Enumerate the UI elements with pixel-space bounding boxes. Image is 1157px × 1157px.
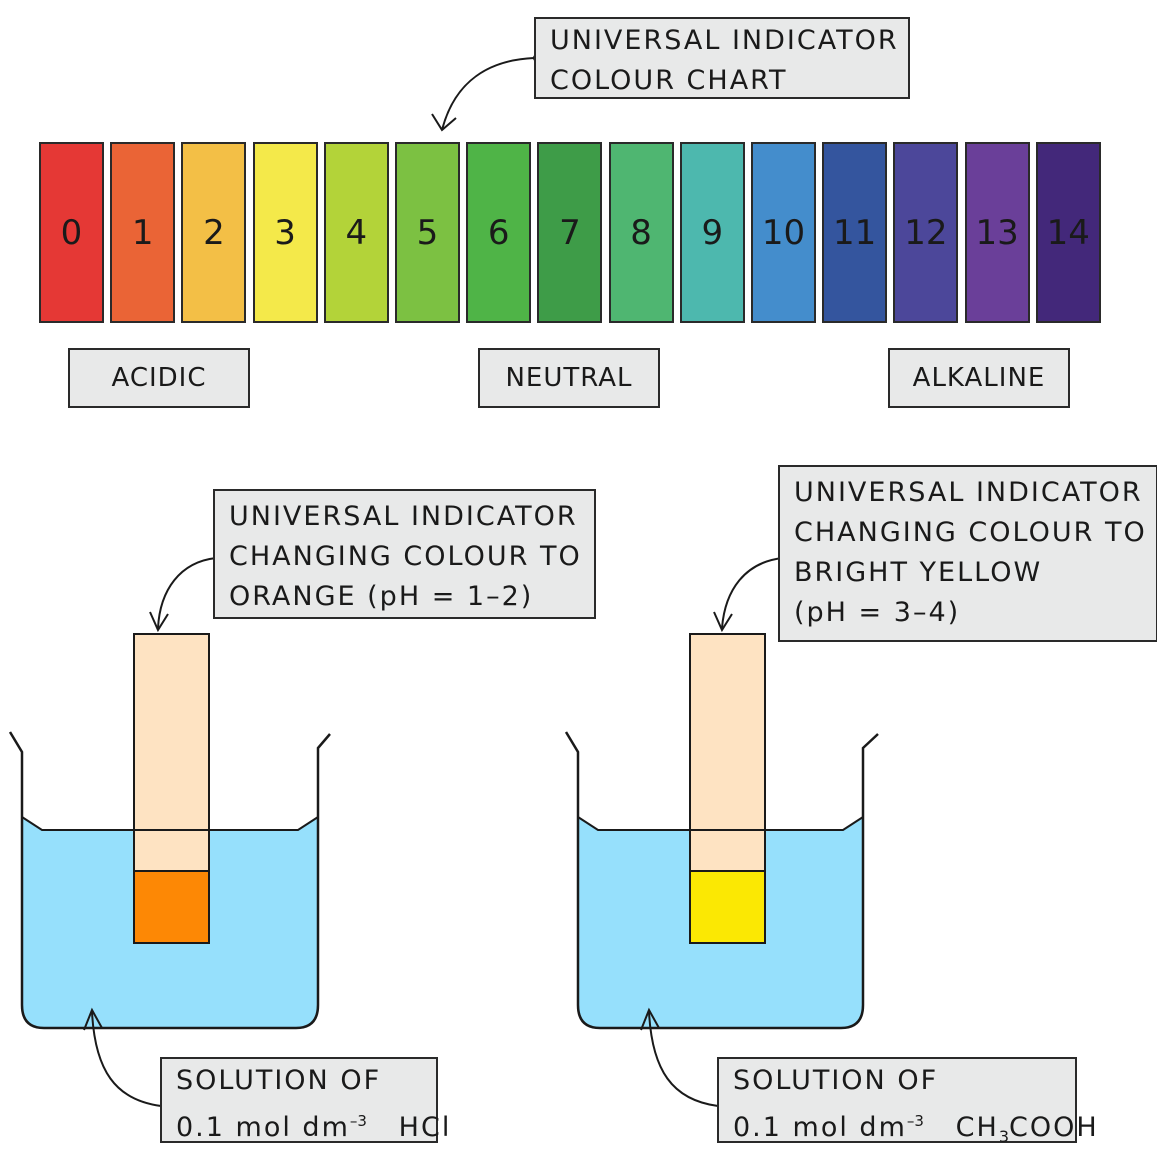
ph-value: 11 bbox=[833, 212, 877, 253]
callout-line: COLOUR CHART bbox=[550, 65, 788, 96]
solution-line: SOLUTION OF bbox=[176, 1065, 382, 1096]
callout-line: BRIGHT YELLOW bbox=[794, 557, 1043, 588]
left-indicator-paper bbox=[133, 633, 210, 872]
formula-subscript: 3 bbox=[998, 1127, 1010, 1146]
ph-strip-3: 3 bbox=[252, 142, 318, 323]
solution-amount: 0.1 mol dm bbox=[733, 1112, 907, 1143]
solution-exponent: –3 bbox=[906, 1112, 924, 1130]
right-indicator-callout: UNIVERSAL INDICATOR CHANGING COLOUR TO B… bbox=[778, 465, 1157, 642]
ph-strip-1: 1 bbox=[110, 142, 176, 323]
formula-part: COOH bbox=[1009, 1112, 1099, 1143]
ph-strip-7: 7 bbox=[537, 142, 603, 323]
ph-value: 14 bbox=[1046, 212, 1090, 253]
ph-value: 1 bbox=[131, 212, 154, 253]
chart-callout-arrow bbox=[431, 54, 541, 132]
ph-value: 5 bbox=[416, 212, 439, 253]
solution-line: SOLUTION OF bbox=[733, 1065, 939, 1096]
alkaline-label: ALKALINE bbox=[888, 348, 1070, 408]
ph-strip-9: 9 bbox=[679, 142, 745, 323]
ph-strip-4: 4 bbox=[323, 142, 389, 323]
ph-value: 7 bbox=[559, 212, 581, 253]
ph-strip-11: 11 bbox=[822, 142, 888, 323]
ph-strip-8: 8 bbox=[608, 142, 674, 323]
right-indicator-paper bbox=[689, 633, 766, 872]
ph-value: 9 bbox=[701, 212, 724, 253]
ph-strip-10: 10 bbox=[751, 142, 816, 323]
callout-line: UNIVERSAL INDICATOR bbox=[794, 477, 1143, 508]
solution-concentration: 0.1 mol dm–3 CH3COOH bbox=[733, 1101, 1097, 1157]
callout-line: UNIVERSAL INDICATOR bbox=[550, 25, 899, 56]
neutral-label: NEUTRAL bbox=[478, 348, 660, 408]
ph-strip-14: 14 bbox=[1035, 142, 1101, 323]
acidic-label: ACIDIC bbox=[68, 348, 250, 408]
ph-value: 2 bbox=[203, 212, 225, 253]
left-indicator-wet-part bbox=[133, 870, 210, 944]
ph-value: 12 bbox=[904, 212, 948, 253]
right-solution-label: SOLUTION OF 0.1 mol dm–3 CH3COOH bbox=[717, 1057, 1097, 1146]
solution-amount: 0.1 mol dm bbox=[176, 1112, 350, 1143]
ph-strip-13: 13 bbox=[964, 142, 1030, 323]
callout-line: CHANGING COLOUR TO bbox=[229, 541, 582, 572]
colour-chart-callout: UNIVERSAL INDICATOR COLOUR CHART bbox=[534, 17, 910, 99]
right-indicator-wet-part bbox=[689, 870, 766, 944]
callout-line: (pH = 3–4) bbox=[794, 597, 961, 628]
ph-value: 0 bbox=[60, 212, 83, 253]
right-beaker-glass bbox=[564, 731, 879, 1030]
solution-formula: CH3COOH bbox=[955, 1112, 1099, 1146]
ph-value: 6 bbox=[487, 212, 510, 253]
solution-concentration: 0.1 mol dm–3 HCl bbox=[176, 1101, 449, 1148]
ph-value: 4 bbox=[345, 212, 368, 253]
ph-strip-6: 6 bbox=[466, 142, 532, 323]
left-solution-label: SOLUTION OF 0.1 mol dm–3 HCl bbox=[160, 1057, 449, 1143]
callout-line: ORANGE (pH = 1–2) bbox=[229, 581, 534, 612]
callout-line: UNIVERSAL INDICATOR bbox=[229, 501, 578, 532]
ph-value: 8 bbox=[630, 212, 652, 253]
left-indicator-arrow bbox=[149, 554, 223, 633]
left-beaker-glass bbox=[8, 731, 331, 1030]
ph-value: 10 bbox=[761, 212, 806, 253]
solution-formula: HCl bbox=[398, 1112, 452, 1143]
ph-strip-5: 5 bbox=[395, 142, 460, 323]
solution-exponent: –3 bbox=[349, 1112, 367, 1130]
callout-line: CHANGING COLOUR TO bbox=[794, 517, 1147, 548]
ph-strip-12: 12 bbox=[893, 142, 959, 323]
ph-value: 3 bbox=[274, 212, 296, 253]
ph-strip-0: 0 bbox=[39, 142, 104, 323]
ph-strip-2: 2 bbox=[181, 142, 247, 323]
formula-part: CH bbox=[955, 1112, 999, 1143]
ph-value: 13 bbox=[975, 212, 1019, 253]
left-indicator-callout: UNIVERSAL INDICATOR CHANGING COLOUR TO O… bbox=[213, 489, 596, 619]
